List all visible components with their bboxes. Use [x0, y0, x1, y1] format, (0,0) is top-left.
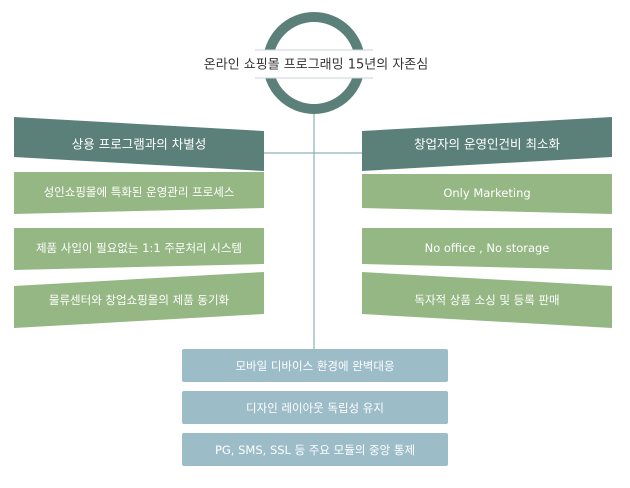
- title-band: [196, 50, 432, 78]
- left-item-2-label: 제품 사입이 필요없는 1:1 주문처리 시스템: [36, 241, 242, 255]
- left-item-2-box: [14, 228, 264, 270]
- right-item-2-label: No office , No storage: [425, 241, 550, 255]
- bottom-item-3-box: [182, 433, 448, 466]
- right-item-2-box: [362, 228, 612, 270]
- bottom-item-3-label: PG, SMS, SSL 등 주요 모듈의 중앙 통제: [215, 443, 415, 457]
- right-item-3-label: 독자적 상품 소싱 및 등록 판매: [414, 293, 559, 307]
- left-item-3-box: [14, 272, 264, 328]
- title-badge: 온라인 쇼핑몰 프로그래밍 15년의 자존심: [196, 12, 432, 114]
- bottom-item-1-label: 모바일 디바이스 환경에 완벽대응: [235, 359, 394, 373]
- right-header-label: 창업자의 운영인건비 최소화: [414, 137, 560, 152]
- bottom-stack: 모바일 디바이스 환경에 완벽대응 디자인 레이아웃 독립성 유지 PG, SM…: [182, 349, 448, 466]
- left-header-box: [14, 117, 264, 171]
- connector-lines: [262, 112, 362, 350]
- left-header-label: 상용 프로그램과의 차별성: [72, 137, 206, 152]
- bottom-item-2-label: 디자인 레이아웃 독립성 유지: [246, 401, 384, 415]
- right-column: 창업자의 운영인건비 최소화 Only Marketing No office …: [362, 117, 612, 328]
- right-header-box: [362, 117, 612, 171]
- bottom-item-1-box: [182, 349, 448, 382]
- left-item-3-label: 물류센터와 창업쇼핑몰의 제품 동기화: [49, 293, 230, 307]
- left-item-1-box: [14, 172, 264, 214]
- right-item-1-box: [362, 174, 612, 214]
- left-item-1-label: 성인쇼핑몰에 특화된 운영관리 프로세스: [44, 185, 235, 199]
- diagram-title: 온라인 쇼핑몰 프로그래밍 15년의 자존심: [204, 58, 428, 73]
- bottom-item-2-box: [182, 391, 448, 424]
- left-column: 상용 프로그램과의 차별성 성인쇼핑몰에 특화된 운영관리 프로세스 제품 사입…: [14, 117, 264, 328]
- right-item-3-box: [362, 272, 612, 328]
- right-item-1-label: Only Marketing: [443, 186, 530, 200]
